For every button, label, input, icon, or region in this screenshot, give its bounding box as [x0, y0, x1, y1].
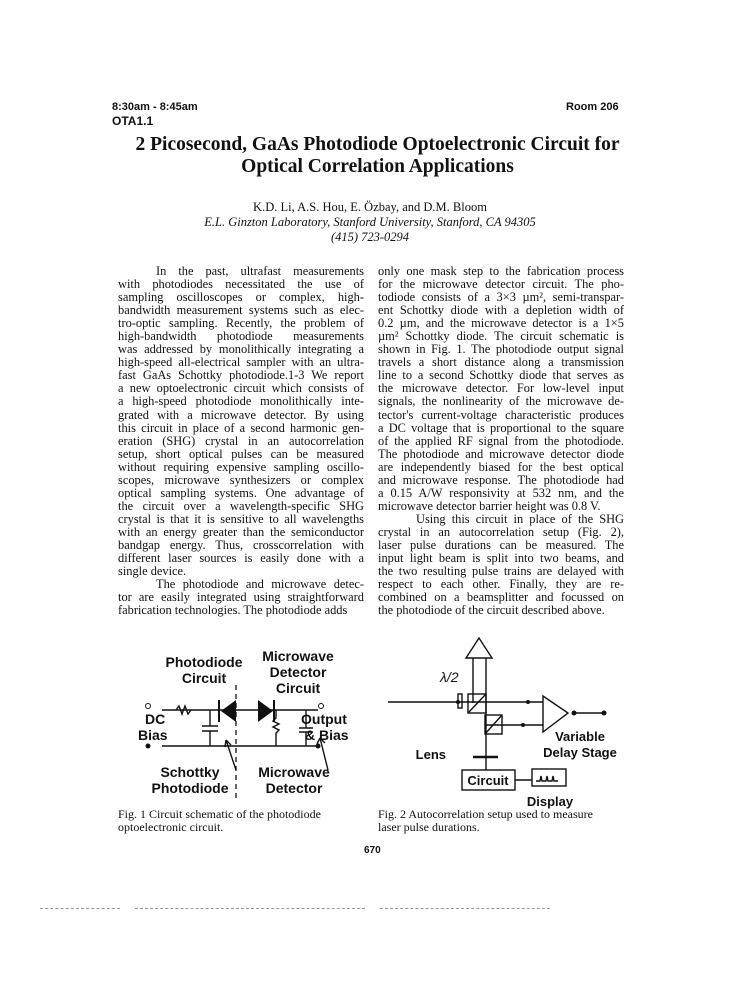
fig1-label: Schottky	[160, 764, 219, 780]
room: Room 206	[566, 101, 619, 113]
display-label: Display	[527, 794, 574, 809]
title-line: 2 Picosecond, GaAs Photodiode Optoelectr…	[135, 134, 620, 155]
text-line: without requiring expensive sampling osc…	[118, 459, 364, 474]
text-line: setup, short optical pulses can be measu…	[118, 446, 364, 461]
stage-label: Delay Stage	[543, 745, 617, 760]
text-line: fast GaAs Schottky photodiode.1-3 We rep…	[118, 368, 364, 383]
text-line: todiode consists of a 3×3 µm², semi-tran…	[378, 290, 624, 305]
text-line: the microwave detector. For low-level in…	[378, 381, 624, 396]
fig1-label: DC	[145, 711, 165, 727]
text-line: the two resulting pulse trains are delay…	[378, 564, 624, 579]
text-line: combined on a beamsplitter and focussed …	[378, 590, 624, 605]
title-line: Optical Correlation Applications	[241, 156, 514, 177]
caption-line: Fig. 2 Autocorrelation setup used to mea…	[378, 807, 593, 821]
fig1-label: Microwave	[258, 764, 330, 780]
caption-line: laser pulse durations.	[378, 820, 480, 834]
fig1-label: Detector	[266, 780, 323, 796]
text-line: travels a short distance along a transmi…	[378, 355, 624, 370]
page-number: 670	[364, 845, 381, 856]
stage-label: Variable	[555, 729, 605, 744]
fig1-label: Circuit	[276, 680, 321, 696]
text-line: bandwidth measurement systems such as el…	[118, 303, 364, 318]
text-line: the circuit over a wavelength-specific S…	[118, 498, 364, 513]
text-line: input light beam is split into two beams…	[378, 551, 624, 566]
author-block: K.D. Li, A.S. Hou, E. Özbay, and D.M. Bl…	[150, 200, 590, 245]
text-line: signals, the nonlinearity of the microwa…	[378, 394, 624, 409]
authors: K.D. Li, A.S. Hou, E. Özbay, and D.M. Bl…	[253, 200, 487, 214]
figure-2-caption: Fig. 2 Autocorrelation setup used to mea…	[378, 808, 628, 834]
text-line: was addressed by monolithically integrat…	[118, 342, 364, 357]
fig1-label: Bias	[138, 727, 168, 743]
text-line: a high-speed photodiode monolithically i…	[118, 394, 364, 409]
text-line: high-speed all-electrical sampler with a…	[118, 355, 364, 370]
circuit-label: Circuit	[467, 773, 509, 788]
text-line: bandgap energy. Thus, crosscorrelation w…	[118, 537, 364, 552]
text-line: crystal is that it is sensitive to all w…	[118, 511, 364, 526]
text-line: ent Schottky diode with a depletion widt…	[378, 303, 624, 318]
text-line: of the applied RF signal from the photod…	[378, 433, 624, 448]
fig1-label: Detector	[270, 664, 327, 680]
text-line: only one mask step to the fabrication pr…	[378, 264, 624, 278]
text-line: this circuit in place of a second harmon…	[118, 420, 364, 435]
text-line: 0.2 µm, and the microwave detector is a …	[378, 316, 624, 331]
text-line: respect to each other. Finally, they are…	[378, 577, 624, 592]
text-line: crystal in an autocorrelation setup (Fig…	[378, 524, 624, 539]
fig1-label: & Bias	[305, 727, 349, 743]
text-line: different laser sources is easily done w…	[118, 551, 364, 566]
text-line: In the past, ultrafast measurements	[156, 264, 364, 278]
affiliation: E.L. Ginzton Laboratory, Stanford Univer…	[204, 215, 536, 229]
text-line: sampling oscilloscopes or complex, high-	[118, 290, 364, 305]
text-line: microwave detector barrier height was 0.…	[378, 498, 601, 513]
text-line: tector's current-voltage characteristic …	[378, 407, 624, 422]
figure-1-caption: Fig. 1 Circuit schematic of the photodio…	[118, 808, 368, 834]
paper-title: 2 Picosecond, GaAs Photodiode Optoelectr…	[0, 134, 755, 178]
fig1-label: Photodiode	[166, 654, 243, 670]
paper-code: OTA1.1	[112, 114, 154, 128]
text-line: grated with a microwave detector. By usi…	[118, 407, 364, 422]
fig1-label: Circuit	[182, 670, 227, 686]
scan-artifact	[380, 908, 550, 909]
text-line: tro-optic sampling. Recently, the proble…	[118, 316, 364, 331]
text-line: high-bandwidth photodiode measurements	[118, 329, 364, 344]
scan-artifact	[40, 908, 120, 909]
text-line: a new optoelectronic circuit which consi…	[118, 381, 364, 396]
scan-artifact	[135, 908, 365, 909]
caption-line: optoelectronic circuit.	[118, 820, 224, 834]
text-line: single device.	[118, 564, 187, 579]
text-line: eration (SHG) crystal in an autocorrelat…	[118, 433, 364, 448]
text-line: scopes, microwave synthesizers or comple…	[118, 472, 364, 487]
text-line: The photodiode and microwave detec-	[156, 577, 364, 592]
right-column: only one mask step to the fabrication pr…	[378, 264, 624, 618]
phone: (415) 723-0294	[330, 230, 410, 244]
text-line: a 0.15 A/W responsivity at 532 nm, and t…	[378, 485, 624, 500]
fig1-label: Microwave	[262, 648, 334, 664]
text-line: are independently biased for the best op…	[378, 459, 624, 474]
figure-1-circuit-schematic: Photodiode Circuit Microwave Detector Ci…	[138, 648, 349, 802]
text-line: The photodiode and microwave detector di…	[378, 446, 624, 461]
fig1-label: Output	[301, 711, 347, 727]
text-line: fabrication technologies. The photodiode…	[118, 603, 348, 618]
text-line: for the microwave detector circuit. The …	[378, 277, 624, 292]
text-line: with photodiodes necessitated the use of	[118, 277, 364, 292]
lens-label: Lens	[416, 747, 446, 762]
text-line: optical sampling systems. One advantage …	[118, 485, 364, 500]
figure-2-autocorrelation-setup: λ/2 Lens Circuit Display Variable Delay …	[388, 636, 617, 809]
text-line: line to a second Schottky diode that ser…	[378, 368, 624, 383]
text-line: µm² Schottky diode. The circuit schemati…	[378, 329, 624, 344]
text-line: and microwave response. The photodiode h…	[378, 472, 624, 487]
fig1-label: Photodiode	[152, 780, 229, 796]
text-line: laser pulse durations can be measured. T…	[378, 537, 624, 552]
waveplate-label: λ/2	[439, 669, 459, 685]
text-line: tor are easily integrated using straight…	[118, 590, 364, 605]
text-line: shown in Fig. 1. The photodiode output s…	[378, 342, 624, 357]
session-time: 8:30am - 8:45am	[112, 101, 198, 113]
caption-line: Fig. 1 Circuit schematic of the photodio…	[118, 807, 321, 821]
text-line: with an energy greater than the semicond…	[118, 524, 364, 539]
text-line: Using this circuit in place of the SHG	[416, 511, 624, 526]
text-line: the photodiode of the circuit described …	[378, 603, 605, 618]
text-line: a DC voltage that is proportional to the…	[378, 420, 624, 435]
